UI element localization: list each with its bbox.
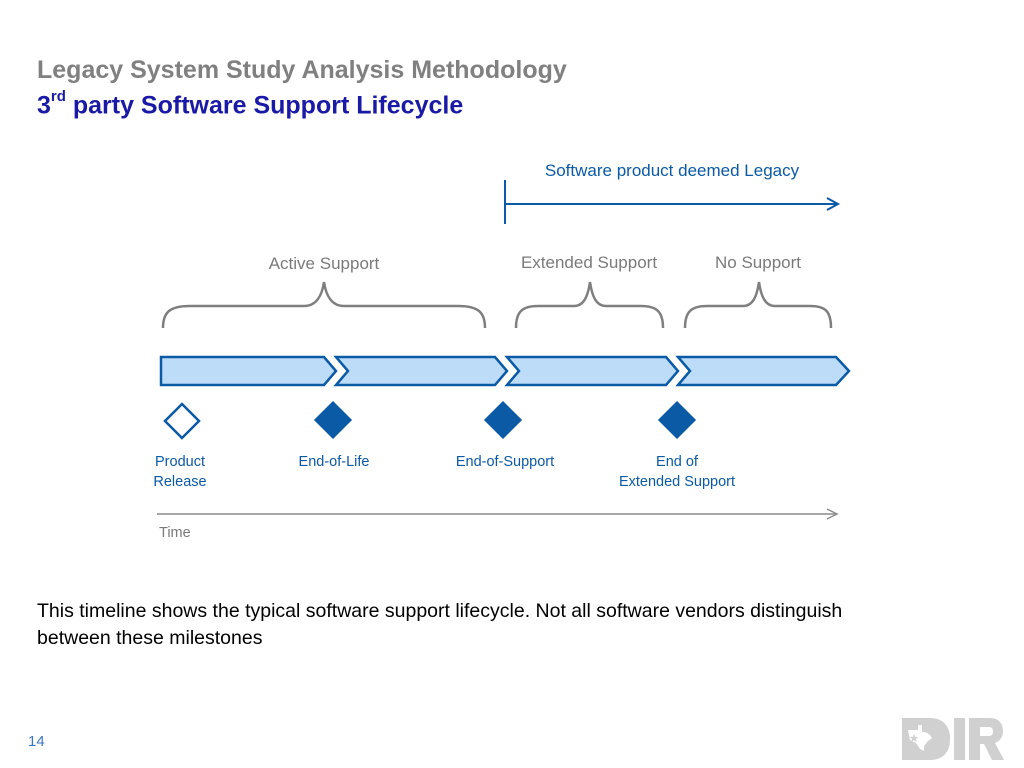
slide-title: Legacy System Study Analysis Methodology — [37, 56, 567, 84]
legacy-label: Software product deemed Legacy — [545, 161, 800, 180]
subtitle-superscript: rd — [50, 88, 66, 105]
milestone-diamond-product-release — [163, 402, 201, 440]
page-number: 14 — [28, 733, 45, 750]
subtitle-rest: party Software Support Lifecycle — [65, 91, 464, 120]
dir-logo — [902, 718, 1004, 760]
milestone-label-end-of-life: End-of-Life — [299, 454, 370, 470]
time-axis-arrow-head — [826, 508, 839, 520]
brace-active-support — [161, 281, 487, 329]
phase-label-extended: Extended Support — [521, 253, 657, 272]
timeline-segment-2 — [333, 355, 509, 387]
phase-label-active: Active Support — [269, 254, 380, 273]
legacy-arrow-head — [826, 197, 841, 211]
brace-no-support — [683, 281, 833, 329]
milestone-diamond-end-of-extended-support — [657, 400, 697, 440]
slide-note: This timeline shows the typical software… — [37, 600, 843, 649]
texas-icon — [908, 725, 932, 751]
milestone-label-end-of-extended-support-line2: Extended Support — [619, 474, 735, 490]
milestone-diamond-end-of-support — [483, 400, 523, 440]
milestone-diamond-end-of-life — [313, 400, 353, 440]
phase-label-none: No Support — [715, 253, 801, 272]
slide-subtitle: 3rd party Software Support Lifecycle — [37, 85, 463, 120]
timeline-segment-4 — [675, 355, 851, 387]
star-icon — [909, 734, 919, 742]
milestone-label-end-of-extended-support-line1: End of — [656, 454, 699, 470]
milestone-label-product-release-line2: Release — [153, 474, 206, 490]
milestone-label-product-release-line1: Product — [155, 454, 205, 470]
logo-letter-i — [954, 718, 965, 760]
timeline-segment-1 — [159, 355, 338, 387]
brace-extended-support — [514, 281, 665, 329]
timeline-segment-3 — [504, 355, 680, 387]
subtitle-prefix: 3 — [37, 91, 51, 120]
time-axis-label: Time — [159, 525, 191, 541]
milestone-label-end-of-support: End-of-Support — [456, 454, 554, 470]
logo-letter-r — [969, 718, 1004, 760]
